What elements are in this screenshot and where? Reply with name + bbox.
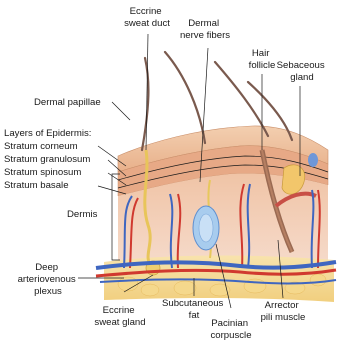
label-stratum-corneum: Stratum corneum bbox=[4, 141, 78, 152]
label-arrector: Arrector pili muscle bbox=[261, 300, 306, 323]
label-dermal-papillae: Dermal papillae bbox=[34, 97, 101, 108]
label-dermal-nerve: Dermal nerve fibers bbox=[180, 18, 230, 41]
label-deep-plexus: Deep arteriovenous plexus bbox=[18, 262, 79, 297]
label-pacinian: Pacinian corpuscle bbox=[210, 318, 251, 341]
label-eccrine-gland: Eccrine sweat gland bbox=[94, 305, 145, 328]
label-dermis: Dermis bbox=[67, 209, 98, 220]
sebaceous-duct bbox=[308, 153, 318, 167]
label-hair-follicle: Hair follicle bbox=[249, 48, 276, 71]
label-epidermis-layers: Layers of Epidermis: bbox=[4, 128, 91, 139]
label-stratum-basale: Stratum basale bbox=[4, 180, 69, 191]
label-eccrine-duct: Eccrine sweat duct bbox=[124, 6, 170, 29]
label-stratum-spinosum: Stratum spinosum bbox=[4, 167, 81, 178]
label-stratum-granulosum: Stratum granulosum bbox=[4, 154, 90, 165]
label-sebaceous: Sebaceous gland bbox=[277, 60, 328, 83]
